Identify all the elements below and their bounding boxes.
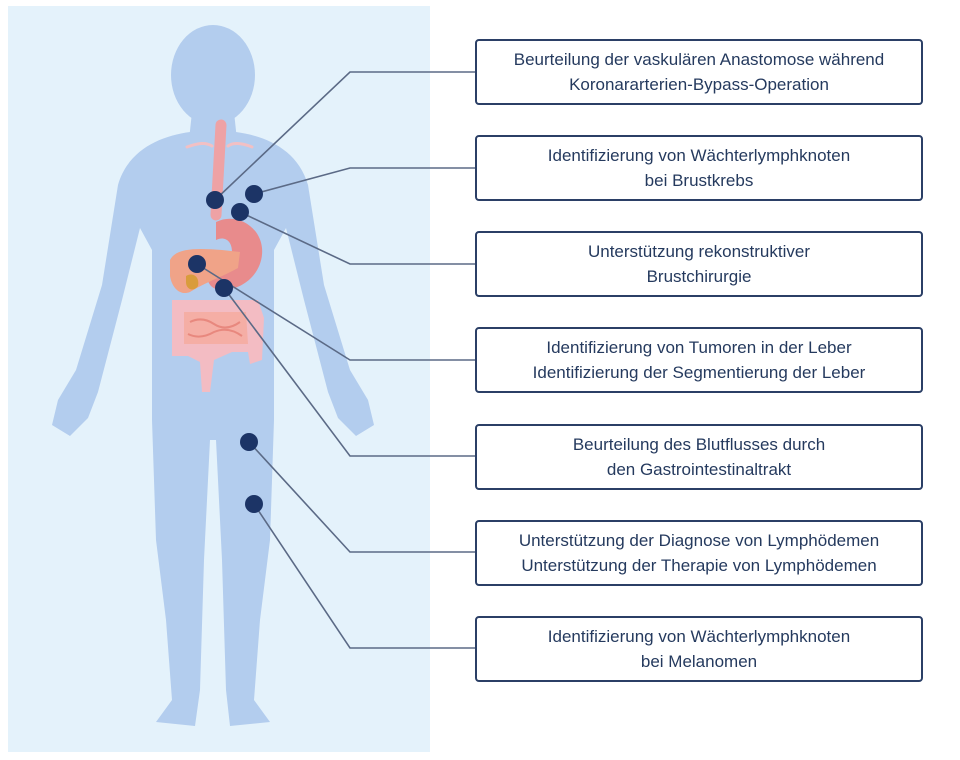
connector-line-gi-bloodflow [223,287,476,457]
label-line: bei Brustkrebs [644,171,754,190]
label-line: Koronararterien-Bypass-Operation [569,75,829,94]
connector-line-lymphedema [248,441,476,553]
label-line: bei Melanomen [640,652,758,671]
gallbladder [186,274,199,290]
label-line: Beurteilung des Blutflusses durch [572,435,826,454]
label-box-sentinel-melanoma: Identifizierung von Wächterlymphknoten be… [475,616,923,682]
label-line: Identifizierung der Segmentierung der Le… [532,363,866,382]
label-box-sentinel-breast: Identifizierung von Wächterlymphknoten be… [475,135,923,201]
label-line: den Gastrointestinaltrakt [606,460,792,479]
label-line: Unterstützung der Therapie von Lymphödem… [521,556,877,575]
label-line: Brustchirurgie [646,267,752,286]
label-box-coronary-bypass: Beurteilung der vaskulären Anastomose wä… [475,39,923,105]
label-box-gi-bloodflow: Beurteilung des Blutflusses durch den Gas… [475,424,923,490]
marker-dot-gi-bloodflow [215,279,233,297]
marker-dot-sentinel-breast [245,185,263,203]
marker-dot-coronary-bypass [206,191,224,209]
connector-line-coronary-bypass [214,71,476,201]
intestines [172,300,264,392]
label-line: Unterstützung der Diagnose von Lymphödem… [518,531,880,550]
label-line: Identifizierung von Wächterlymphknoten [547,146,851,165]
connector-line-breast-reconstruction [239,211,476,265]
connector-line-sentinel-breast [253,167,476,195]
label-line: Beurteilung der vaskulären Anastomose wä… [513,50,885,69]
connector-line-sentinel-melanoma [253,503,476,649]
marker-dot-sentinel-melanoma [245,495,263,513]
connector-line-liver [196,263,476,361]
label-line: Identifizierung von Tumoren in der Leber [546,338,852,357]
label-line: Unterstützung rekonstruktiver [587,242,811,261]
label-line: Identifizierung von Wächterlymphknoten [547,627,851,646]
marker-dot-liver [188,255,206,273]
marker-dot-lymphedema [240,433,258,451]
label-box-lymphedema: Unterstützung der Diagnose von Lymphödem… [475,520,923,586]
label-box-liver: Identifizierung von Tumoren in der Leber… [475,327,923,393]
marker-dot-breast-reconstruction [231,203,249,221]
